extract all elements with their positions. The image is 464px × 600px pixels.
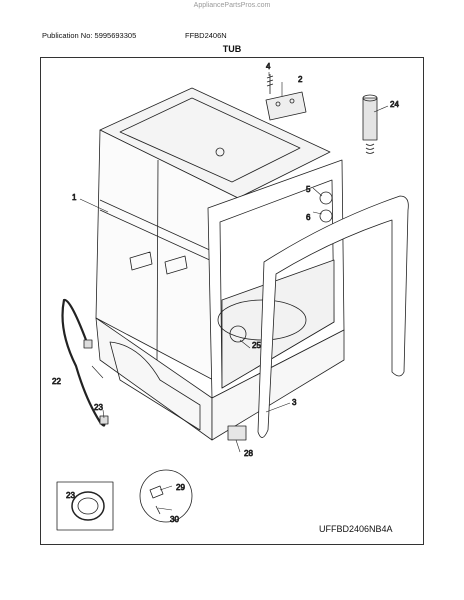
callout-28: 28	[244, 449, 253, 458]
tub-base-front	[211, 329, 345, 441]
leader-lines	[79, 72, 389, 511]
callout-3: 3	[292, 398, 297, 407]
detail-circle	[139, 469, 193, 523]
vent-gasket	[319, 209, 333, 223]
diagram-code: UFFBD2406NB4A	[319, 524, 393, 534]
screw	[266, 74, 274, 94]
detail-fitting	[149, 485, 164, 515]
hose-clamp	[83, 339, 93, 349]
callout-2: 2	[298, 75, 303, 84]
callout-6: 6	[306, 213, 311, 222]
clamp-detail	[71, 491, 105, 521]
callout-24: 24	[390, 100, 399, 109]
door-gasket	[257, 195, 409, 438]
tub-base-rail	[109, 341, 201, 431]
callout-5: 5	[306, 185, 311, 194]
callout-1: 1	[72, 193, 77, 202]
callout-23-detail: 23	[66, 491, 75, 500]
drain-hose	[61, 298, 106, 427]
watermark: AppliancePartsPros.com	[193, 2, 271, 9]
tub-top-panel	[119, 97, 301, 183]
callout-30: 30	[170, 515, 179, 524]
publication-number: Publication No: 5995693305	[42, 31, 137, 40]
model-number: FFBD2406N	[185, 31, 227, 40]
callout-23: 23	[94, 403, 103, 412]
callout-22: 22	[52, 377, 61, 386]
tub-sump-center	[229, 325, 247, 343]
hinge-bracket	[265, 91, 307, 121]
tub-floor	[221, 259, 335, 389]
callout-4: 4	[266, 62, 271, 71]
vent-sleeve	[362, 97, 378, 141]
callout-29: 29	[176, 483, 185, 492]
vent-cover	[319, 191, 333, 205]
diagram-frame	[40, 57, 424, 545]
vent-sleeve-spring	[365, 143, 375, 154]
tub-side-bracket	[129, 251, 188, 275]
callout-25: 25	[252, 341, 261, 350]
tub-top-hole	[215, 147, 225, 157]
float-switch	[227, 425, 247, 441]
section-title: TUB	[222, 44, 242, 54]
